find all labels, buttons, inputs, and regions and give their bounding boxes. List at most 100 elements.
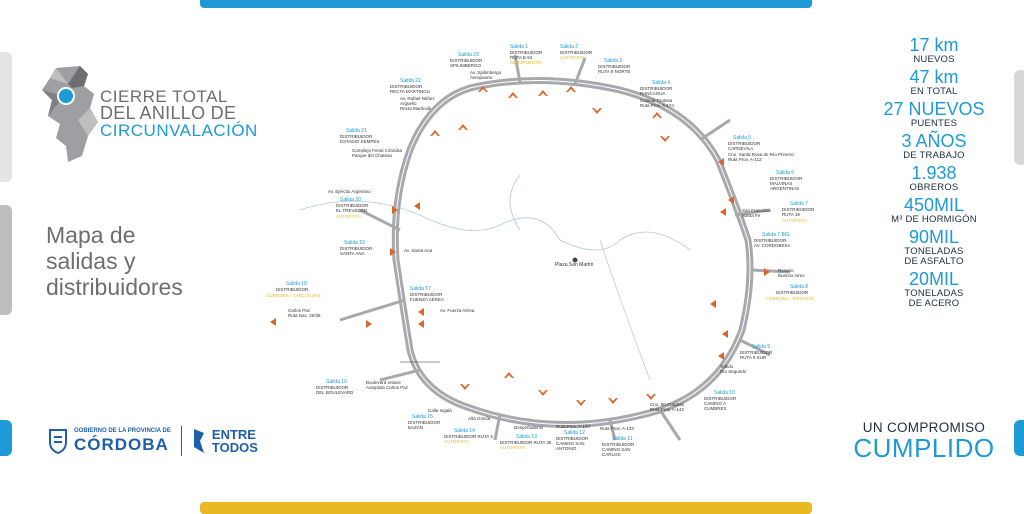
exit-street: Rosario	[778, 268, 794, 273]
exit-label: Salida 12	[564, 430, 585, 436]
government-province: CÓRDOBA	[74, 434, 169, 454]
exit-title: ARGENTINAS	[770, 186, 799, 191]
exit-label: Salida 16	[326, 379, 347, 385]
exit-street: Ruta Prov. A-142	[650, 407, 684, 412]
exit-title: SPILIMBERGO	[450, 63, 482, 68]
exit-title: DISTRIBUIDOR	[602, 442, 635, 447]
exit-street: Ruta Prov. A-133	[600, 426, 634, 431]
exit-label: Salida 9	[752, 344, 770, 350]
stat-value: 90MIL	[908, 227, 960, 247]
stat-unit: NUEVOS	[913, 54, 955, 65]
exit-street: Recta Martinolli	[400, 106, 431, 111]
exit-title: DEL BOULEVARD	[316, 390, 354, 395]
exit-street: Cno. 60 Cuadras	[650, 402, 685, 407]
exit-label: Salida 22	[400, 78, 421, 84]
exit-title: DISTRIBUIDOR	[340, 246, 373, 251]
title-line-2: DEL ANILLO DE	[100, 103, 237, 123]
exit-label: Salida 5	[733, 135, 751, 141]
exit-title: DISTRIBUIDOR	[740, 350, 773, 355]
exit-street: Ruta Prov. A-112	[728, 157, 762, 162]
exit-label: Salida 10	[714, 390, 735, 396]
left-tab-gray	[0, 205, 12, 315]
exit-title: CUMBRES	[704, 406, 727, 411]
plaza-marker	[572, 257, 578, 263]
exit-title: DISTRIBUIDOR	[754, 238, 787, 243]
exit-street: Ruta Prov. A-174	[640, 103, 674, 108]
stat-unit: TONELADAS DE ACERO	[904, 288, 964, 309]
exit-title: RANCAGUA	[640, 91, 666, 96]
exit-street: Río Segundo	[720, 369, 747, 374]
ring-road	[391, 76, 754, 428]
exit-street: Calle Ingalá	[428, 408, 452, 413]
exit-label: Salida 7	[790, 201, 808, 207]
exit-label: Salida 11	[612, 436, 633, 442]
exit-label: Salida 2	[560, 44, 578, 50]
stat-unit: EN TOTAL	[910, 86, 958, 97]
exit-street: Av. Santa Ana	[404, 248, 433, 253]
exit-title: CAMINO A	[704, 401, 726, 406]
exit-title: DISTRIBUIDOR	[408, 420, 441, 425]
exit-label: Salida 13	[516, 434, 537, 440]
exit-title: RECTA MARTINOLI	[390, 89, 430, 94]
exit-street: Av. Fuerza Aérea	[440, 308, 475, 313]
exit-title: DISTRIBUIDOR	[510, 50, 543, 55]
stat-value: 17 km	[909, 35, 959, 55]
exit-title: RUTA 9 NORTE	[598, 69, 630, 74]
exit-label: Salida 15	[412, 414, 433, 420]
header-title: CIERRE TOTAL DEL ANILLO DE CIRCUNVALACIÓ…	[100, 88, 258, 139]
exit-street: Av. Rafael Núñez	[400, 96, 435, 101]
exit-street: Cno. Santa Rosa de Río Primero	[728, 152, 794, 157]
exit-accent: AUTOPISTA	[336, 214, 361, 219]
exit-street: Boulevard enlace	[366, 380, 401, 385]
exit-title: DISTRIBUIDOR	[560, 50, 593, 55]
exit-street: Av. Spilimbergo	[470, 70, 502, 75]
exit-accent: AUTOPISTA	[500, 445, 525, 450]
exit-label: Salida 1	[510, 44, 528, 50]
exit-accent: AUTOPISTA	[444, 439, 469, 444]
slogan-todos: TODOS	[211, 440, 258, 455]
exit-street: Ruta Prov. A-104	[556, 424, 590, 429]
government-logo: GOBIERNO DE LA PROVINCIA DE CÓRDOBA ENTR…	[48, 426, 258, 456]
stat-unit: OBREROS	[909, 182, 959, 193]
exit-title: DISTRIBUIDOR	[776, 290, 809, 295]
title-line-3: CIRCUNVALACIÓN	[100, 121, 258, 140]
province-shield-icon	[49, 429, 67, 454]
exit-title: ESTADIO KEMPES	[340, 139, 379, 144]
top-accent-bar	[200, 0, 812, 8]
exit-title: DISTRIBUIDOR	[728, 141, 761, 146]
title-line-1: CIERRE TOTAL	[100, 87, 228, 106]
exit-title: DISTRIBUIDOR	[316, 385, 349, 390]
exit-title: FUERZA AÉREA	[410, 296, 444, 302]
exit-label: Salida 21	[346, 128, 367, 134]
exit-title: DISTRIBUIDOR	[598, 64, 631, 69]
government-small-text: GOBIERNO DE LA PROVINCIA DE	[74, 427, 171, 434]
subtitle: Mapa de salidas y distribuidores	[46, 222, 226, 300]
exit-title: CAMINO SAN	[602, 447, 631, 452]
exit-label: Salida 4	[652, 80, 670, 86]
exit-street: Toledo	[720, 364, 734, 369]
exit-street: Parque del Chateau	[352, 153, 393, 158]
exit-title: RUTA E-53	[510, 55, 533, 60]
exit-title: CAPDEVILA	[728, 146, 753, 151]
exit-title: RUTA 9 SUR	[740, 355, 767, 360]
exit-title: DISTRIBUIDOR	[276, 287, 309, 292]
exit-title: DISTRIBUIDOR	[340, 134, 373, 139]
right-tab-blue	[1014, 420, 1024, 456]
stat-value: 47 km	[909, 67, 959, 87]
exit-street: Alta Gracia	[468, 416, 491, 421]
exit-label: Salida 7 BIS	[762, 232, 790, 238]
exit-title: AV. CORDOBESA	[754, 243, 791, 248]
exit-label: Salida 19	[344, 240, 365, 246]
subtitle-line: distribuidores	[46, 274, 183, 300]
exit-title: MALVINAS	[770, 181, 792, 186]
exit-title: DISTRIBUIDOR	[390, 84, 423, 89]
exit-street: Av. Ejército Argentino	[328, 189, 371, 194]
exit-title: DISTRIBUIDOR	[410, 292, 443, 297]
